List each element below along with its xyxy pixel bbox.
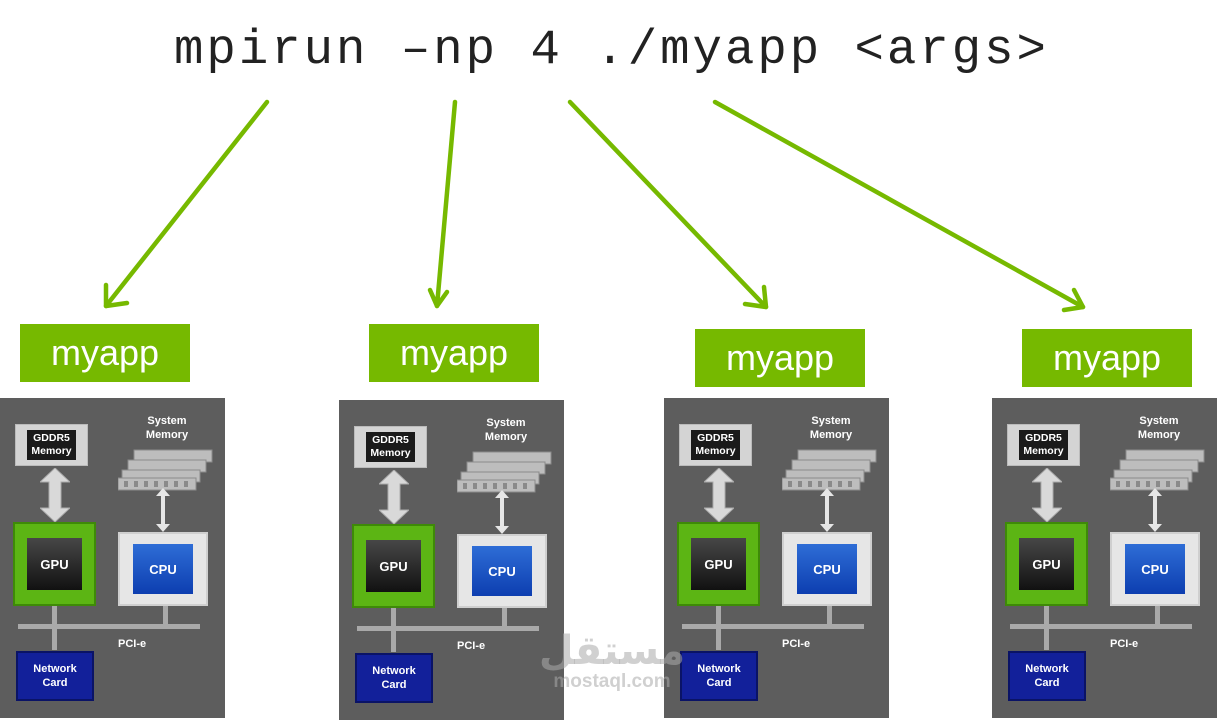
pci-e-bus bbox=[18, 624, 200, 629]
ram-sticks-icon bbox=[1110, 449, 1205, 491]
system-memory-label: System Memory bbox=[484, 417, 528, 443]
cpu: CPU bbox=[457, 534, 547, 608]
gpu-chip-label: GPU bbox=[27, 538, 82, 590]
system-memory-label: System Memory bbox=[145, 415, 189, 441]
bus-connector bbox=[391, 630, 396, 652]
bus-connector bbox=[1155, 606, 1160, 628]
pci-e-bus bbox=[357, 626, 539, 631]
bus-connector bbox=[1044, 628, 1049, 650]
gpu-memory-link-icon bbox=[1032, 468, 1062, 522]
process-label-4: myapp bbox=[1022, 329, 1192, 387]
cpu: CPU bbox=[1110, 532, 1200, 606]
bus-connector bbox=[716, 606, 721, 628]
network-card: Network Card bbox=[1008, 651, 1086, 701]
bus-connector bbox=[52, 628, 57, 650]
gddr5-memory: GDDR5 Memory bbox=[15, 424, 88, 466]
pci-e-label: PCI-e bbox=[118, 638, 147, 650]
network-card: Network Card bbox=[680, 651, 758, 701]
pci-e-bus bbox=[1010, 624, 1192, 629]
cpu-chip-label: CPU bbox=[472, 546, 532, 596]
gpu-chip-label: GPU bbox=[1019, 538, 1074, 590]
mpirun-command: mpirun –np 4 ./myapp <args> bbox=[174, 22, 1049, 78]
process-label-3: myapp bbox=[695, 329, 865, 387]
gpu-chip-label: GPU bbox=[691, 538, 746, 590]
gpu-memory-link-icon bbox=[704, 468, 734, 522]
gpu: GPU bbox=[352, 524, 435, 608]
bus-connector bbox=[827, 606, 832, 628]
process-label-1: myapp bbox=[20, 324, 190, 382]
gpu: GPU bbox=[677, 522, 760, 606]
arrow-to-process-3 bbox=[567, 99, 769, 310]
gpu-memory-link-icon bbox=[379, 470, 409, 524]
gpu-chip-label: GPU bbox=[366, 540, 421, 592]
bus-connector bbox=[52, 606, 57, 628]
system-memory-link-icon bbox=[495, 490, 509, 534]
process-label-2: myapp bbox=[369, 324, 539, 382]
cpu: CPU bbox=[118, 532, 208, 606]
system-memory-label: System Memory bbox=[809, 415, 853, 441]
compute-node-1: GDDR5 Memory System Memory GPU CPU PCI-e… bbox=[0, 398, 225, 718]
system-memory-link-icon bbox=[820, 488, 834, 532]
ram-sticks-icon bbox=[457, 451, 552, 493]
compute-node-2: GDDR5 Memory System Memory GPU CPU PCI-e… bbox=[339, 400, 564, 720]
bus-connector bbox=[163, 606, 168, 628]
arrow-to-process-1 bbox=[103, 99, 270, 309]
bus-connector bbox=[502, 608, 507, 630]
arrow-to-process-4 bbox=[712, 99, 1086, 313]
ram-sticks-icon bbox=[782, 449, 877, 491]
bus-connector bbox=[391, 608, 396, 630]
network-card: Network Card bbox=[16, 651, 94, 701]
gpu-memory-link-icon bbox=[40, 468, 70, 522]
bus-connector bbox=[716, 628, 721, 650]
pci-e-bus bbox=[682, 624, 864, 629]
cpu: CPU bbox=[782, 532, 872, 606]
gpu: GPU bbox=[13, 522, 96, 606]
system-memory-label: System Memory bbox=[1137, 415, 1181, 441]
compute-node-3: GDDR5 Memory System Memory GPU CPU PCI-e… bbox=[664, 398, 889, 718]
arrow-to-process-2 bbox=[427, 99, 458, 309]
gddr5-memory: GDDR5 Memory bbox=[354, 426, 427, 468]
network-card: Network Card bbox=[355, 653, 433, 703]
gddr5-memory: GDDR5 Memory bbox=[1007, 424, 1080, 466]
system-memory-link-icon bbox=[156, 488, 170, 532]
pci-e-label: PCI-e bbox=[782, 638, 811, 650]
bus-connector bbox=[1044, 606, 1049, 628]
pci-e-label: PCI-e bbox=[457, 640, 486, 652]
cpu-chip-label: CPU bbox=[1125, 544, 1185, 594]
cpu-chip-label: CPU bbox=[797, 544, 857, 594]
compute-node-4: GDDR5 Memory System Memory GPU CPU PCI-e… bbox=[992, 398, 1217, 718]
ram-sticks-icon bbox=[118, 449, 213, 491]
cpu-chip-label: CPU bbox=[133, 544, 193, 594]
pci-e-label: PCI-e bbox=[1110, 638, 1139, 650]
gddr5-memory: GDDR5 Memory bbox=[679, 424, 752, 466]
gpu: GPU bbox=[1005, 522, 1088, 606]
system-memory-link-icon bbox=[1148, 488, 1162, 532]
